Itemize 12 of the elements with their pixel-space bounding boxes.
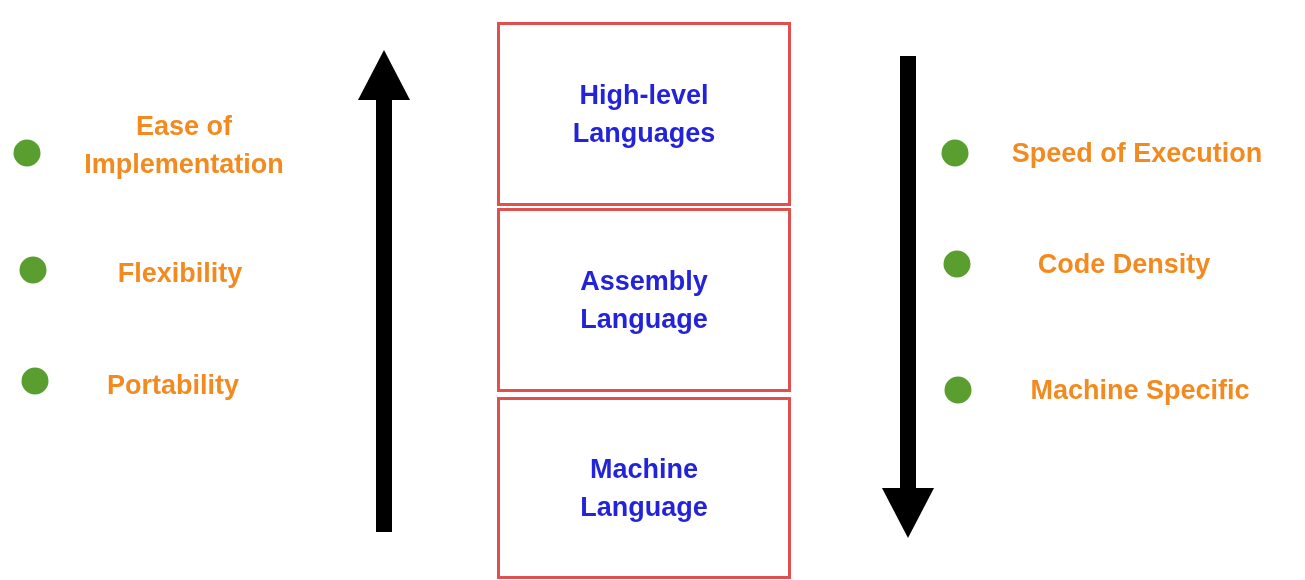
property-label: Machine Specific xyxy=(1030,374,1250,407)
property-label: Ease of Implementation xyxy=(83,110,285,181)
property-label: Code Density xyxy=(1037,248,1211,281)
box-label: Machine Language xyxy=(579,453,709,524)
box-label: High-level Languages xyxy=(571,79,717,150)
process-box xyxy=(497,397,791,579)
property-label: Flexibility xyxy=(117,257,243,290)
property-label: Portability xyxy=(107,369,239,402)
box-label: Assembly Language xyxy=(579,265,709,336)
process-box xyxy=(497,208,791,392)
property-label: Speed of Execution xyxy=(1011,137,1263,170)
process-box xyxy=(497,22,791,206)
